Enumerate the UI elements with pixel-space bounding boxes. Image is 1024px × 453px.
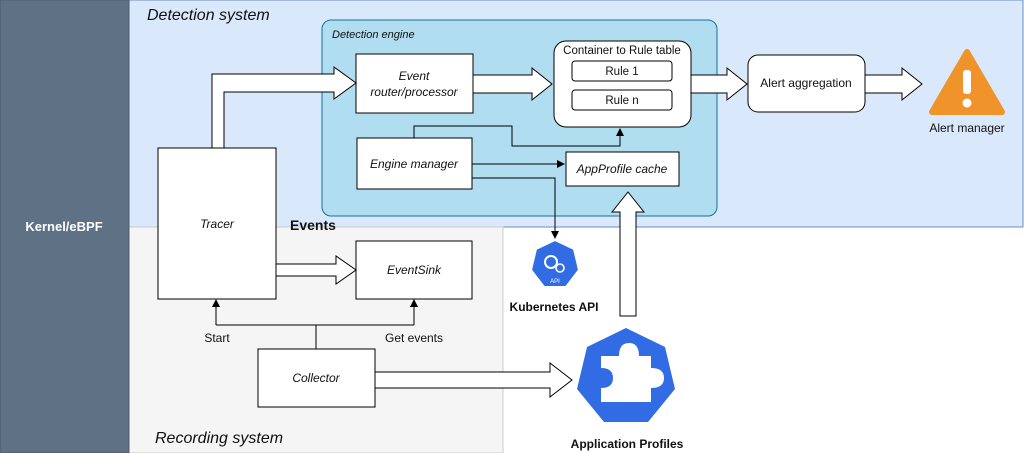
get-events-label: Get events: [385, 331, 443, 345]
detection-system-label: Detection system: [147, 7, 270, 24]
events-label: Events: [290, 217, 336, 233]
detection-engine-label: Detection engine: [332, 29, 415, 41]
connector-engine-manager-to-ruletable: [413, 125, 624, 147]
start-label: Start: [204, 331, 230, 345]
application-profiles-icon: [577, 328, 675, 422]
recording-system-label: Recording system: [155, 430, 283, 447]
engine-manager-label: Engine manager: [370, 157, 459, 171]
appprofile-cache-box: [565, 151, 680, 187]
rule-n-label: Rule n: [605, 95, 638, 107]
arrow-tracer-to-eventsink: [275, 255, 357, 285]
kubernetes-api-badge: API: [550, 279, 560, 285]
rule-table-title: Container to Rule table: [563, 45, 681, 57]
eventsink-box: [355, 240, 473, 300]
alert-manager-label: Alert manager: [929, 121, 1004, 135]
event-router-box: [355, 53, 474, 114]
alert-aggregation-label: Alert aggregation: [760, 76, 851, 90]
rule-n-box: [571, 89, 673, 111]
arrow-aggregation-to-alertmanager: [864, 66, 923, 102]
eventsink-label: EventSink: [387, 263, 442, 277]
arrow-profiles-to-cache: [610, 191, 646, 317]
rule-1-box: [571, 60, 673, 82]
puzzle-icon: [601, 343, 664, 402]
connector-engine-manager-to-k8s: [472, 177, 559, 239]
tracer-label: Tracer: [200, 217, 235, 231]
appprofile-cache-label: AppProfile cache: [576, 162, 668, 176]
alert-manager-icon: [929, 49, 1005, 115]
kernel-ebpf-region: [0, 0, 130, 453]
collector-box: [257, 348, 376, 408]
arrow-ruletable-to-aggregation: [690, 66, 748, 102]
arrow-tracer-to-router: [211, 66, 357, 149]
connector-collector-start-getevents: [215, 301, 415, 349]
event-router-label-line1: Event: [399, 69, 430, 83]
engine-manager-box: [356, 137, 473, 190]
rule-1-label: Rule 1: [605, 66, 638, 78]
arrow-collector-to-profiles: [374, 361, 573, 399]
application-profiles-label: Application Profiles: [571, 437, 684, 451]
event-router-label-line2: router/processor: [370, 85, 458, 99]
kubernetes-api-label: Kubernetes API: [510, 300, 599, 314]
kubernetes-api-icon: API: [529, 238, 581, 288]
kernel-ebpf-label: Kernel/eBPF: [25, 219, 102, 234]
arrow-router-to-ruletable: [472, 66, 553, 102]
collector-label: Collector: [292, 371, 340, 385]
